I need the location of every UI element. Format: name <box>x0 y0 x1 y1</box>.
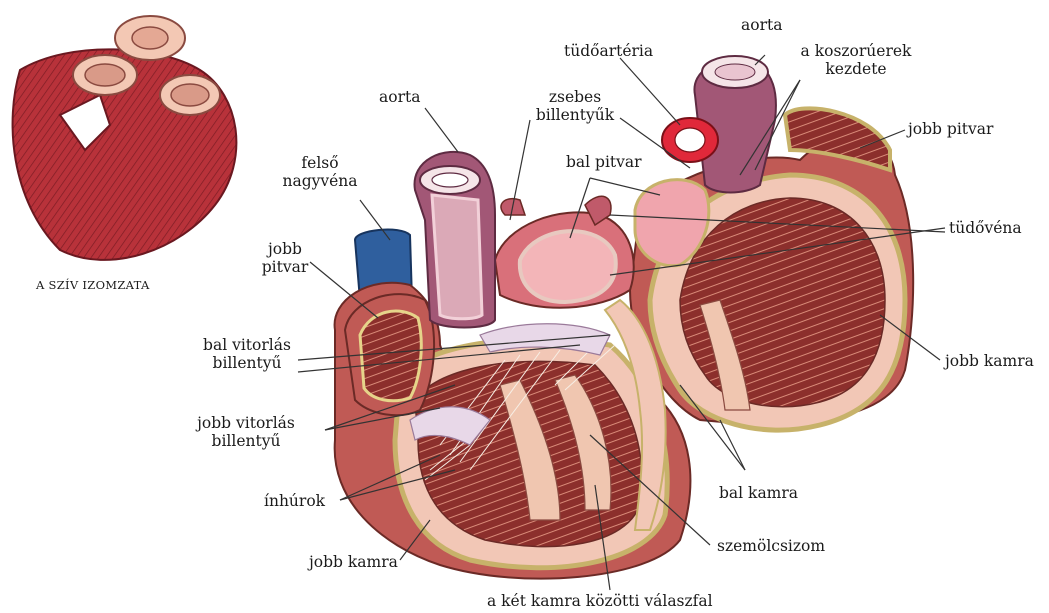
heart-muscle-inset <box>13 16 237 260</box>
label-koszoruerek-kezdete: a koszorúerek kezdete <box>786 42 926 78</box>
label-jobb-pitvar-left: jobb pitvar <box>255 240 315 276</box>
label-jobb-pitvar-right: jobb pitvar <box>908 120 993 138</box>
heart-cross-section <box>335 56 914 579</box>
label-bal-kamra: bal kamra <box>719 484 798 502</box>
left-atrium-chamber <box>520 231 616 302</box>
label-zsebes-billentyuk: zsebes billentyűk <box>520 88 630 124</box>
label-inhurok: ínhúrok <box>264 492 325 510</box>
label-valaszfal: a két kamra közötti válaszfal <box>487 592 713 610</box>
label-felso-nagyvena: felső nagyvéna <box>270 154 370 190</box>
right-atrium-inner <box>360 311 421 401</box>
label-bal-vitorlas-billentyu: bal vitorlás billentyű <box>192 336 302 372</box>
label-tudovena: tüdővéna <box>949 219 1022 237</box>
label-aorta-top: aorta <box>741 16 782 34</box>
label-bal-pitvar: bal pitvar <box>566 153 642 171</box>
inset-caption: A SZÍV IZOMZATA <box>36 276 150 294</box>
label-jobb-vitorlas-billentyu: jobb vitorlás billentyű <box>186 414 306 450</box>
label-jobb-kamra-bottom: jobb kamra <box>309 553 398 571</box>
label-jobb-kamra-right: jobb kamra <box>945 352 1034 370</box>
aorta-left-inner <box>432 195 482 319</box>
label-szemolcsizom: szemölcsizom <box>717 537 825 555</box>
label-aorta-left: aorta <box>379 88 420 106</box>
label-tudoarteria: tüdőartéria <box>564 42 653 60</box>
